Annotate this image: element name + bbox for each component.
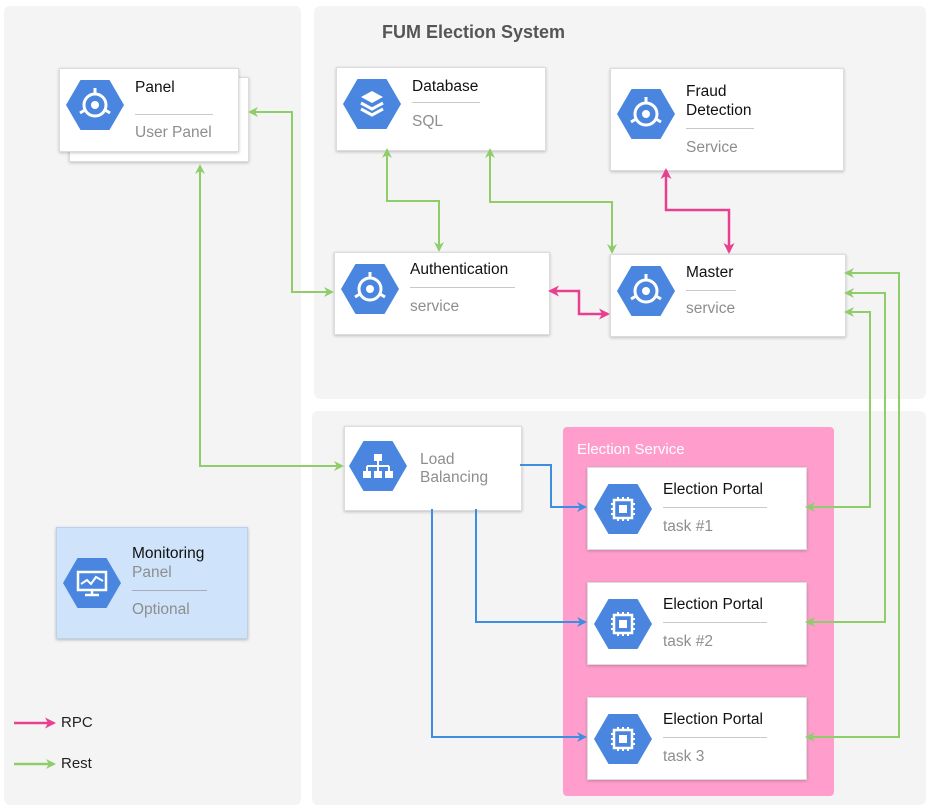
divider [686,128,754,129]
monitor-chart-icon [63,558,121,608]
authentication-subtitle: service [410,298,460,315]
legend-rpc-label: RPC [61,714,93,731]
rest-link-portal1-master [805,307,871,512]
panel-node[interactable]: Panel User Panel [59,68,239,152]
diagram-title: FUM Election System [382,22,566,42]
election-portal-title: Election Portal [663,711,763,728]
fraud-title-line1: Fraud [686,83,727,100]
cpu-chip-icon [594,599,652,649]
election-portal-title: Election Portal [663,596,763,613]
divider [686,290,736,291]
master-title: Master [686,264,734,281]
election-portal-task: task 3 [663,748,705,765]
election-portal-node[interactable]: Election Portal task #2 [587,582,807,665]
load-balancing-title-line2: Balancing [420,469,489,486]
compute-engine-icon [66,80,124,130]
database-subtitle: SQL [412,113,444,130]
cpu-chip-icon [594,484,652,534]
lb-link-portal1 [520,464,587,512]
divider [663,507,767,508]
compute-engine-icon [617,266,675,316]
rest-link-portal2-master [805,288,886,627]
election-portal-task: task #2 [663,633,713,650]
divider [410,287,515,288]
authentication-title: Authentication [410,261,509,278]
compute-engine-icon [341,264,399,314]
fraud-title-line2: Detection [686,102,752,119]
rest-link-db-master [485,148,617,254]
rest-link-panel-auth [248,107,334,297]
monitoring-note: Optional [132,601,190,618]
fraud-subtitle: Service [686,139,738,156]
database-stack-icon [343,79,401,129]
panel-title: Panel [135,79,175,96]
load-balancing-title-line1: Load [420,451,455,468]
database-node[interactable]: Database SQL [336,67,546,151]
divider [663,737,767,738]
rest-link-portal3-master [805,268,900,742]
rpc-link-auth-master [548,285,610,320]
cpu-chip-icon [594,714,652,764]
election-portal-task: task #1 [663,518,713,535]
load-balancing-node[interactable]: Load Balancing [344,426,522,511]
divider [412,102,480,103]
rest-link-db-auth [382,148,444,252]
election-portal-title: Election Portal [663,481,763,498]
monitoring-subtitle: Panel [132,564,172,581]
election-portal-node[interactable]: Election Portal task 3 [587,697,807,780]
database-title: Database [412,78,479,95]
election-portal-node[interactable]: Election Portal task #1 [587,467,807,550]
lb-link-portal2 [475,509,587,627]
master-subtitle: service [686,300,736,317]
legend-rest-label: Rest [61,755,92,772]
fraud-detection-node[interactable]: Fraud Detection Service [610,68,844,171]
divider [663,622,767,623]
compute-engine-icon [617,89,675,139]
panel-subtitle: User Panel [135,124,212,141]
rpc-link-fraud-master [660,168,735,254]
divider [132,590,207,591]
divider [135,114,213,115]
monitoring-node[interactable]: Monitoring Panel Optional [56,527,248,639]
election-service-title: Election Service [577,441,685,458]
rest-link-panel-lb [195,164,344,471]
monitoring-title: Monitoring [132,545,205,562]
lb-link-portal3 [431,509,587,742]
load-balancer-icon [349,441,407,491]
